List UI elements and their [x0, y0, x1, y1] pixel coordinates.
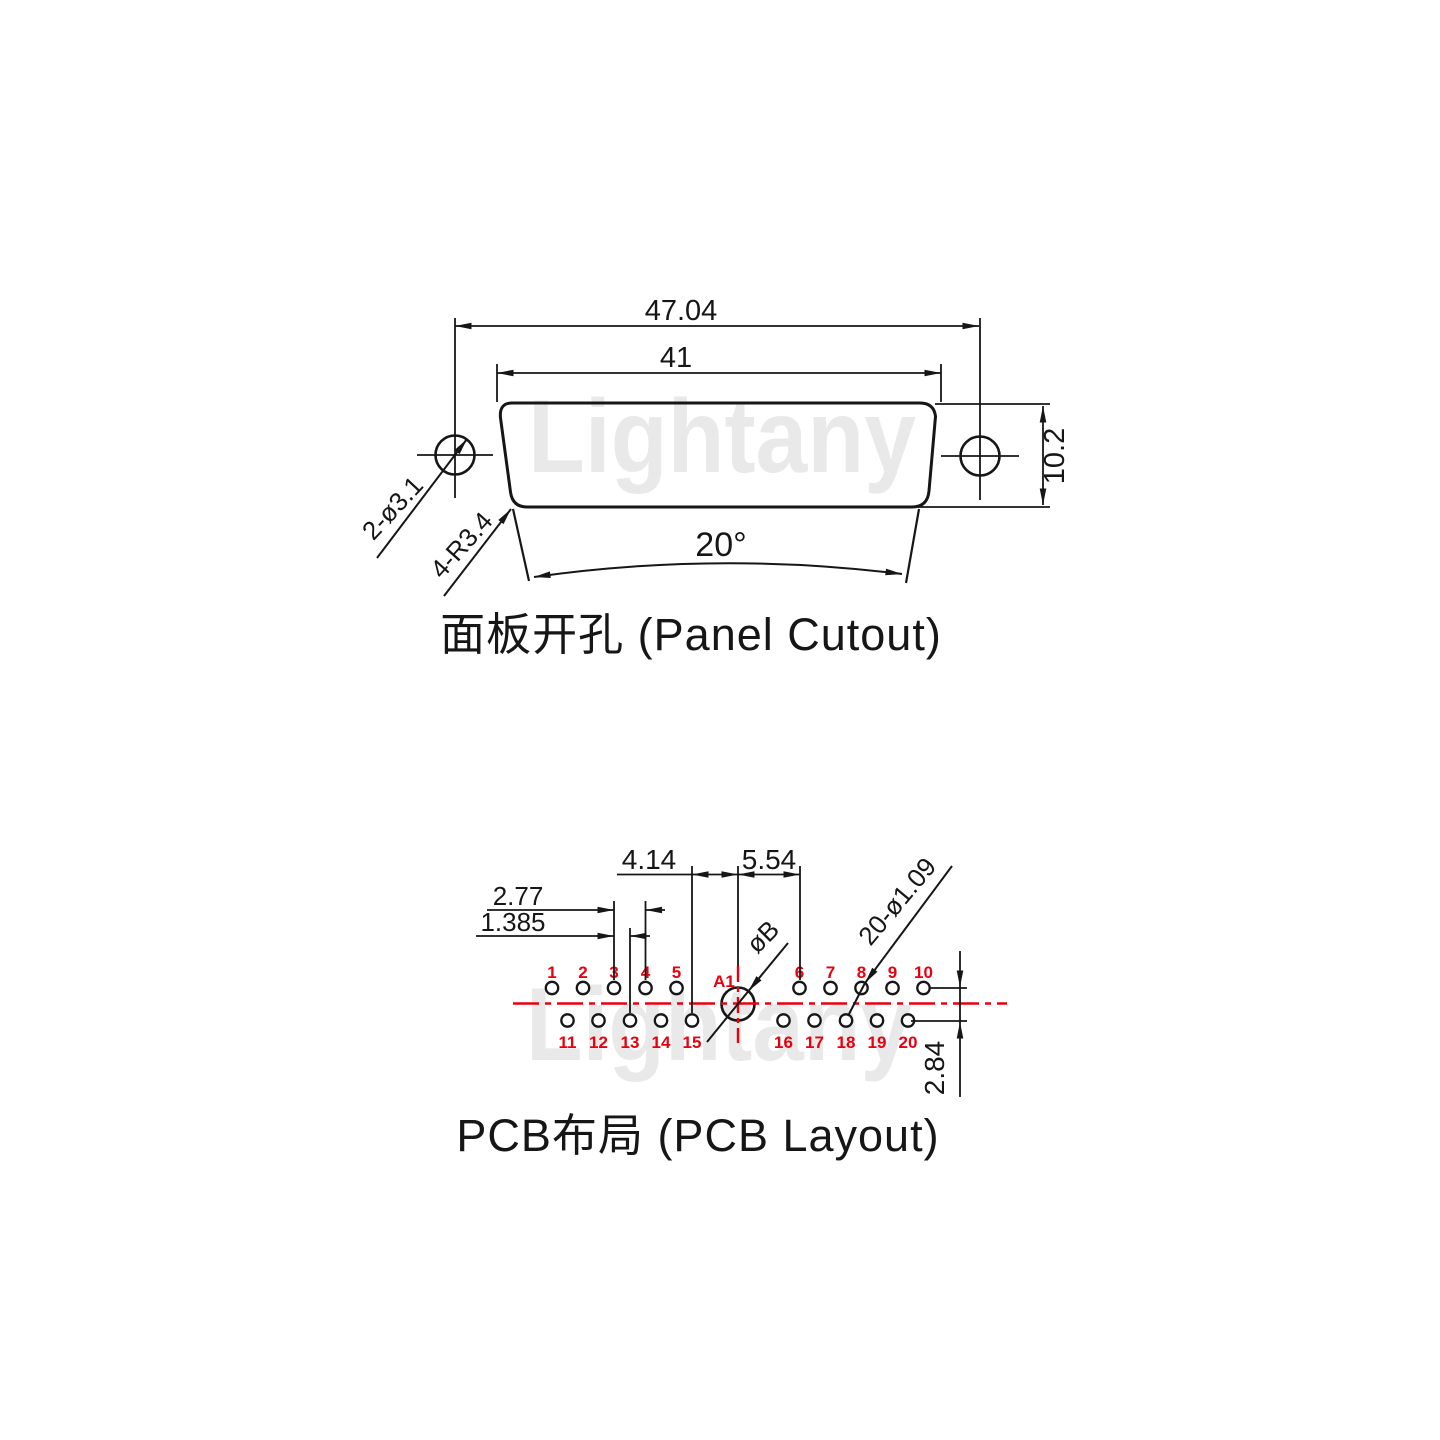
dimension-text-a1-pin15: 4.14 [622, 844, 677, 875]
pcb-pin-number: 10 [914, 963, 933, 982]
pcb-pin-number: 18 [837, 1033, 856, 1052]
pcb-pin-number: 16 [774, 1033, 793, 1052]
pcb-pin-hole [638, 980, 653, 996]
pcb-pin-hole [544, 980, 560, 996]
leader-line-a1-hole-tail [706, 990, 750, 1043]
pcb-pin-number: 7 [826, 963, 835, 982]
pcb-pin-number: 20 [899, 1033, 918, 1052]
pcb-pin-hole [684, 1013, 700, 1028]
pcb-pin-hole [606, 980, 622, 996]
dimension-text-outer-width: 47.04 [645, 295, 718, 327]
pcb-pin-number: 15 [683, 1033, 702, 1052]
pcb-pin-hole [916, 980, 931, 996]
watermark-text-top: Lightany [528, 379, 916, 495]
pcb-pin-hole [591, 1013, 606, 1028]
pcb-pin-hole [807, 1013, 822, 1028]
dimension-text-stagger: 1.385 [480, 907, 545, 937]
pcb-pin-number: 5 [672, 963, 681, 982]
label-pin-holes: 20-ø1.09 [852, 852, 942, 951]
pcb-pin-hole [885, 980, 900, 996]
pcb-pin-hole [869, 1013, 885, 1028]
dimension-text-a1-pin6: 5.54 [742, 844, 797, 875]
pcb-pin-hole [823, 980, 838, 996]
pcb-pin-hole [776, 1013, 791, 1028]
pcb-pin-number: 9 [888, 963, 897, 982]
pcb-pin-number: 12 [589, 1033, 608, 1052]
pcb-pin-hole [653, 1013, 669, 1028]
leader-line-pin-holes [864, 865, 953, 984]
draft-angle-arc [533, 562, 903, 578]
cutout-body-outline [498, 401, 938, 509]
leader-line-corner-radius [443, 508, 512, 597]
pcb-pin-number: 13 [621, 1033, 640, 1052]
pcb-pin-hole [575, 980, 591, 996]
pcb-pin-hole [622, 1013, 638, 1028]
pcb-pin-number: 2 [578, 963, 587, 982]
panel-cutout-title: 面板开孔 (Panel Cutout) [440, 609, 942, 660]
label-draft-angle: 20° [695, 526, 746, 564]
dimension-text-inner-width: 41 [660, 342, 692, 374]
pcb-pin-number: 1 [547, 963, 556, 982]
leader-line-a1-hole [747, 942, 789, 992]
dimension-text-row-spacing: 2.84 [919, 1041, 950, 1096]
panel-cutout-drawing: 47.04 41 10.2 2-ø3.1 4-R3.4 20° 面板开孔 (Pa… [356, 295, 1071, 660]
pcb-pin-number: 17 [805, 1033, 824, 1052]
draft-angle-line-right [904, 508, 921, 584]
dimension-text-pitch: 2.77 [493, 881, 544, 911]
pcb-pin-hole [838, 1013, 854, 1028]
draft-angle-line-left [511, 508, 531, 582]
leader-line-pin-holes-tail [847, 982, 866, 1017]
dimension-text-height: 10.2 [1039, 428, 1071, 484]
pcb-pin-number: 14 [652, 1033, 671, 1052]
a1-pin-label: A1 [713, 972, 735, 991]
leader-line-mount-holes [376, 438, 468, 559]
pcb-pin-hole [792, 980, 807, 996]
pcb-pin-hole [669, 980, 684, 996]
pcb-layout-title: PCB布局 (PCB Layout) [456, 1110, 939, 1161]
pcb-pin-hole [560, 1013, 575, 1028]
pcb-pin-number: 19 [868, 1033, 887, 1052]
label-mount-holes: 2-ø3.1 [356, 470, 429, 545]
label-a1-hole: øB [740, 914, 785, 959]
pcb-pin-number: 8 [857, 963, 866, 982]
pcb-pin-number: 11 [559, 1033, 577, 1052]
